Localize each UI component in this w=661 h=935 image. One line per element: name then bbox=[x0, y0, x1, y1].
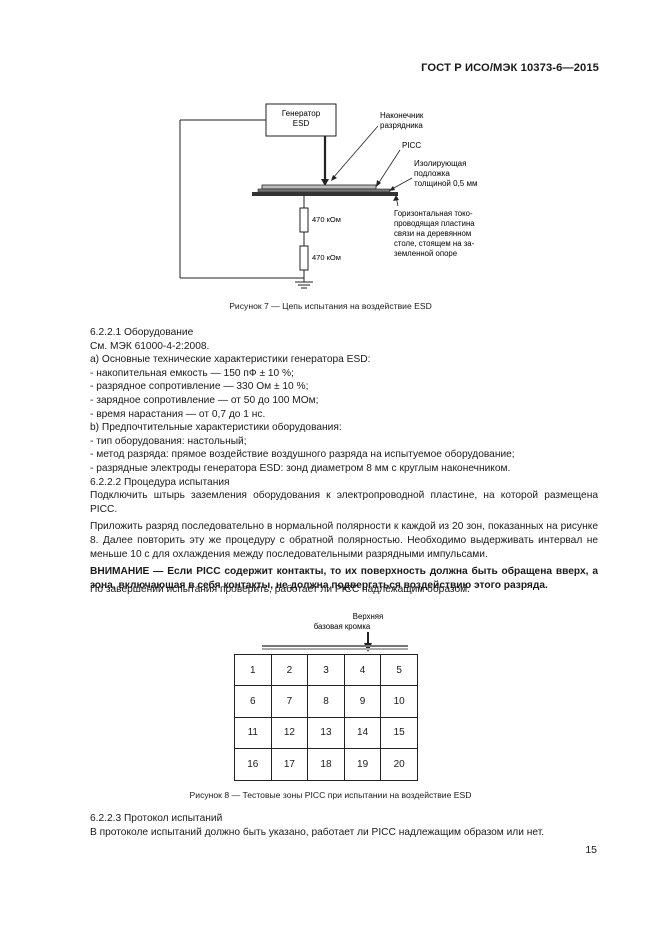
zone-cell: 13 bbox=[307, 716, 345, 750]
procedure-para-2: Приложить разряд последовательно в норма… bbox=[90, 521, 598, 560]
zone-cell: 12 bbox=[270, 716, 309, 750]
zone-row: 16 17 18 19 20 bbox=[234, 748, 418, 781]
preferred-spec-item: - метод разряда: прямое воздействие возд… bbox=[90, 449, 515, 461]
resistor-1 bbox=[299, 207, 309, 233]
zone-cell: 11 bbox=[234, 716, 272, 750]
resistor-1-label: 470 кОм bbox=[312, 215, 341, 224]
preferred-spec-title: b) Предпочтительные характеристики обору… bbox=[90, 422, 342, 434]
tip-label-2: разрядника bbox=[380, 121, 423, 130]
resistor-2 bbox=[299, 245, 309, 271]
generator-spec-item: - накопительная емкость — 150 пФ ± 10 %; bbox=[90, 367, 294, 379]
zone-cell: 2 bbox=[270, 653, 309, 687]
zone-cell: 16 bbox=[234, 748, 272, 781]
generator-label-2: ESD bbox=[293, 119, 310, 128]
zone-cell: 5 bbox=[380, 653, 418, 687]
zone-cell: 20 bbox=[380, 748, 418, 781]
warning-note: ВНИМАНИЕ — Если PICC содержит контакты, … bbox=[90, 566, 598, 591]
zone-cell: 10 bbox=[380, 685, 418, 718]
generator-label-1: Генератор bbox=[282, 109, 321, 118]
edge-label-1: Верхняя bbox=[353, 612, 383, 621]
plate-label-4: столе, стоящем на за- bbox=[394, 239, 475, 248]
pad-label-2: подложка bbox=[414, 169, 450, 178]
resistor-2-label: 470 кОм bbox=[312, 253, 341, 262]
section-6221-ref: См. МЭК 61000-4-2:2008. bbox=[90, 340, 210, 352]
figure-8-caption: Рисунок 8 — Тестовые зоны PICC при испыт… bbox=[189, 790, 472, 800]
generator-spec-item: - время нарастания — от 0,7 до 1 нс. bbox=[90, 408, 266, 420]
picc-card bbox=[261, 184, 377, 190]
zone-cell: 18 bbox=[307, 748, 345, 781]
generator-spec-item: - зарядное сопротивление — от 50 до 100 … bbox=[90, 394, 319, 406]
zone-cell: 14 bbox=[343, 716, 382, 750]
preferred-spec-item: - разрядные электроды генератора ESD: зо… bbox=[90, 462, 511, 474]
edge-arrow-icon bbox=[364, 643, 372, 652]
plate-label-1: Горизонтальная токо- bbox=[394, 209, 473, 218]
section-6221-title: 6.2.2.1 Оборудование bbox=[90, 327, 194, 338]
section-6222-title: 6.2.2.2 Процедура испытания bbox=[90, 476, 230, 488]
procedure-after: По завершении испытания проверить, работ… bbox=[90, 584, 470, 595]
edge-label-2: базовая кромка bbox=[314, 622, 371, 631]
figure-7-caption: Рисунок 7 — Цепь испытания на воздействи… bbox=[229, 301, 432, 311]
zone-cell: 17 bbox=[270, 748, 309, 781]
section-6223: 6.2.2.3 Протокол испытаний В протоколе и… bbox=[90, 812, 598, 840]
zone-cell: 9 bbox=[343, 685, 382, 718]
document-header: ГОСТ Р ИСО/МЭК 10373-6—2015 bbox=[421, 62, 599, 74]
generator-spec-item: - разрядное сопротивление — 330 Ом ± 10 … bbox=[90, 381, 309, 393]
plate-label-2: проводящая пластина bbox=[394, 219, 475, 228]
zone-row: 1 2 3 4 5 bbox=[234, 653, 418, 687]
preferred-spec-item: - тип оборудования: настольный; bbox=[90, 435, 247, 447]
procedure-para-1: Подключить штырь заземления оборудования… bbox=[90, 490, 598, 515]
pad-label-1: Изолирующая bbox=[414, 159, 466, 168]
section-6223-text: В протоколе испытаний должно быть указан… bbox=[90, 827, 545, 838]
section-6221-6222: 6.2.2.1 Оборудование См. МЭК 61000-4-2:2… bbox=[90, 326, 598, 592]
pad-label-3: толщиной 0,5 мм bbox=[414, 179, 477, 188]
zone-row: 11 12 13 14 15 bbox=[234, 716, 418, 750]
zone-cell: 6 bbox=[234, 685, 272, 718]
ground-plate bbox=[252, 192, 398, 196]
section-6223-title: 6.2.2.3 Протокол испытаний bbox=[90, 813, 223, 824]
generator-spec-title: а) Основные технические характеристики г… bbox=[90, 354, 371, 366]
insulating-pad bbox=[257, 188, 391, 193]
plate-label-3: связи на деревянном bbox=[394, 229, 471, 238]
picc-test-zones-grid: 1 2 3 4 5 6 7 8 9 10 11 12 13 14 15 16 1… bbox=[234, 653, 418, 781]
zone-cell: 1 bbox=[234, 653, 272, 687]
zone-cell: 19 bbox=[343, 748, 382, 781]
generator-box bbox=[265, 103, 337, 137]
zone-cell: 3 bbox=[307, 653, 345, 687]
zone-cell: 7 bbox=[270, 685, 309, 718]
zone-cell: 8 bbox=[307, 685, 345, 718]
zone-cell: 4 bbox=[343, 653, 382, 687]
plate-label-5: земленной опоре bbox=[394, 249, 457, 258]
picc-label: PICC bbox=[402, 141, 421, 150]
tip-label-1: Наконечник bbox=[380, 111, 424, 120]
zone-row: 6 7 8 9 10 bbox=[234, 685, 418, 718]
figure-7-esd-circuit: Генератор ESD 470 кОм 470 кОм Наконечник… bbox=[179, 103, 477, 289]
zone-cell: 15 bbox=[380, 716, 418, 750]
page-number: 15 bbox=[585, 844, 597, 856]
